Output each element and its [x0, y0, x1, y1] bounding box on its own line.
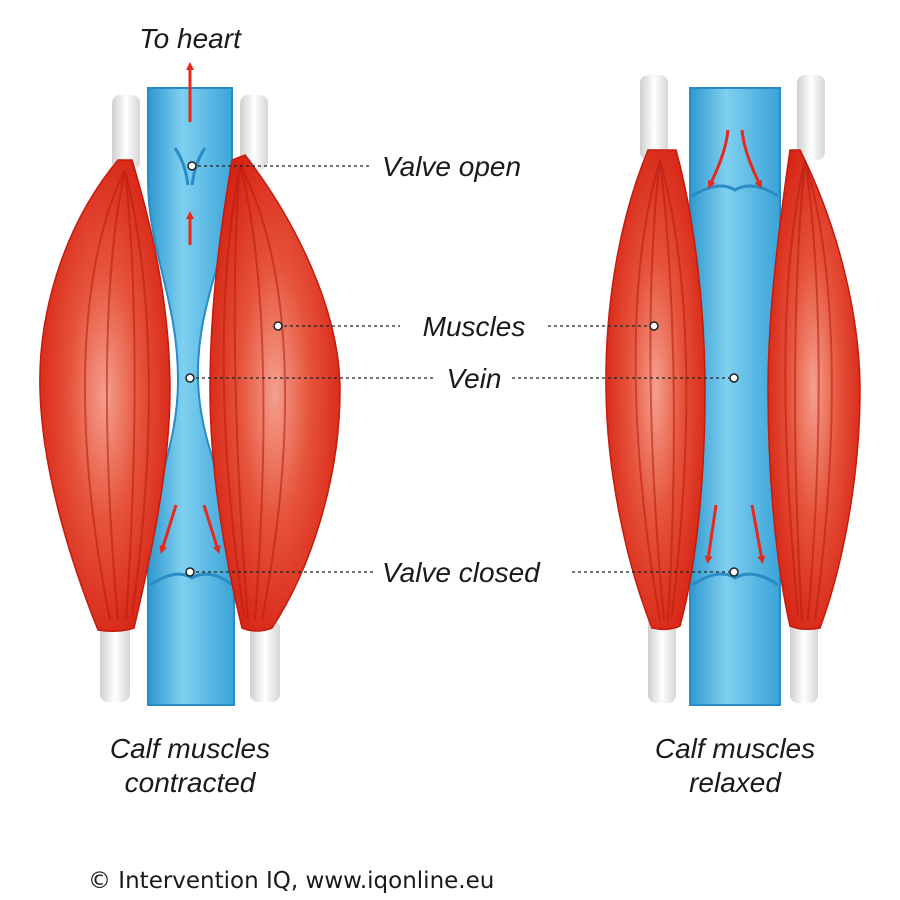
credit-line: © Intervention IQ, www.iqonline.eu: [88, 868, 494, 894]
right-top-arrow-b: [740, 129, 762, 189]
vein-dot-left: [185, 373, 195, 383]
valve-closed-dot-left: [185, 567, 195, 577]
muscles-dot-right: [649, 321, 659, 331]
to-heart-label: To heart: [139, 23, 242, 54]
relaxed-caption-line2: relaxed: [689, 767, 782, 798]
left-upper-tendon-a: [112, 95, 140, 170]
left-muscle-fibres: [83, 164, 287, 621]
left-valve-closed: [149, 572, 233, 587]
contracted-assembly: [39, 62, 341, 706]
right-muscle-inner: [767, 149, 861, 631]
right-valve-lower: [691, 572, 779, 587]
valve-closed-dot-right: [729, 567, 739, 577]
contracted-caption-line2: contracted: [125, 767, 257, 798]
muscles-label: Muscles: [423, 311, 526, 342]
relaxed-assembly: [605, 75, 861, 706]
left-valve-open: [173, 147, 207, 186]
right-valve-upper: [691, 184, 779, 198]
right-lower-tendon-b: [790, 615, 818, 703]
right-down-arrow-a: [704, 504, 718, 564]
right-down-arrow-b: [750, 504, 766, 564]
right-upper-tendon-a: [640, 75, 668, 160]
valve-open-dot: [187, 161, 197, 171]
right-upper-tendon-b: [797, 75, 825, 160]
valve-closed-label: Valve closed: [382, 557, 541, 588]
right-muscle-outer: [605, 149, 706, 631]
left-muscle-inner: [209, 154, 341, 632]
relaxed-caption-line1: Calf muscles: [655, 733, 815, 764]
left-lower-tendon-a: [100, 620, 130, 702]
muscles-dot-left: [273, 321, 283, 331]
vein-dot-right: [729, 373, 739, 383]
contracted-caption-line1: Calf muscles: [110, 733, 270, 764]
right-muscle-fibres: [634, 159, 833, 621]
left-muscle-outer: [39, 159, 171, 633]
left-lower-tendon-b: [250, 620, 280, 702]
vein-label: Vein: [446, 363, 501, 394]
left-down-arrow-b: [202, 504, 221, 554]
left-down-arrow-a: [159, 504, 178, 554]
left-vein: [147, 87, 235, 706]
left-upper-tendon-b: [240, 95, 268, 170]
valve-open-label: Valve open: [382, 151, 521, 182]
leader-lines: [185, 161, 739, 577]
right-top-arrow-a: [708, 129, 730, 189]
right-lower-tendon-a: [648, 615, 676, 703]
